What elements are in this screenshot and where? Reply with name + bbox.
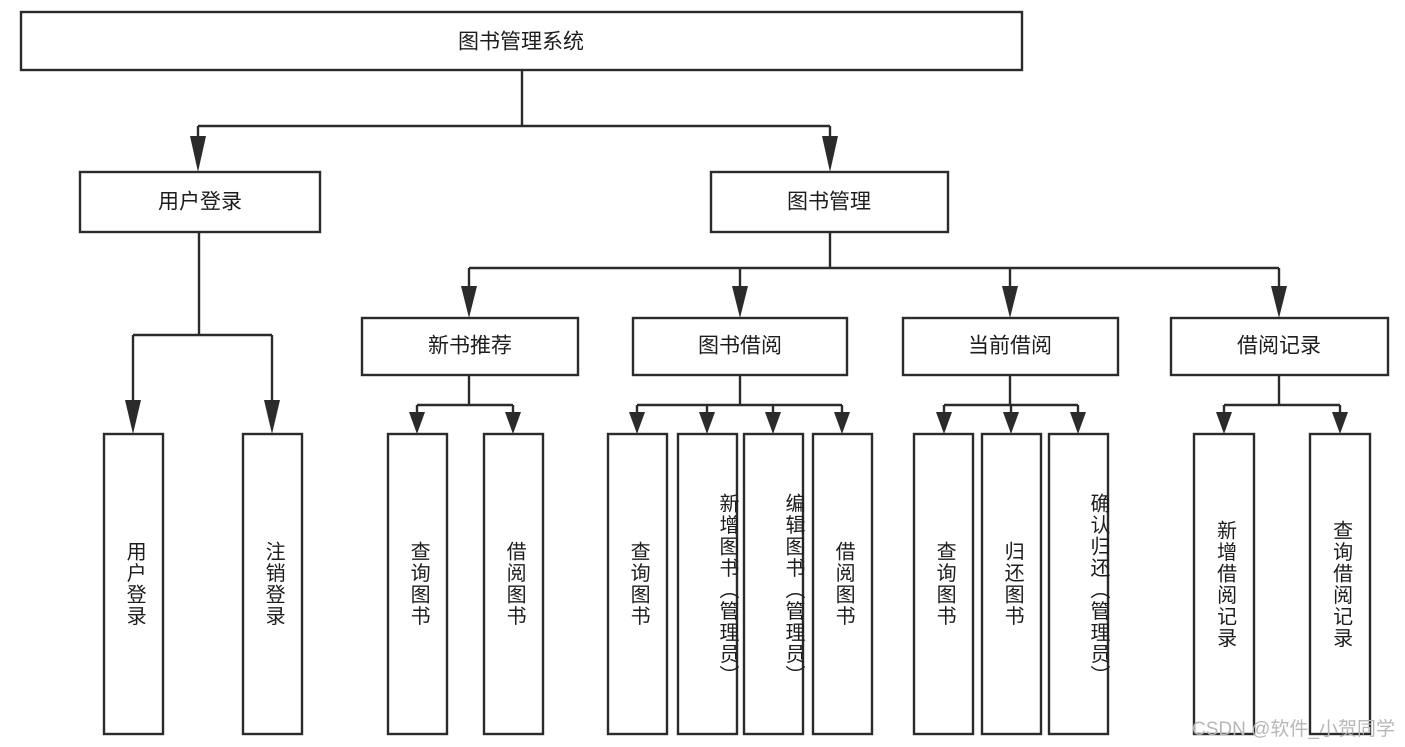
arrow-borrowrecord-leaf-2 [1332,412,1348,434]
node-leaf-query-book-bb-box[interactable] [606,432,669,736]
node-book-borrow-box[interactable] [631,316,849,377]
node-book-borrow-label: 图书借阅 [698,335,782,358]
watermark-text: CSDN @软件_小贺同学 [1192,719,1395,740]
node-root-box[interactable] [19,10,1024,72]
arrow-to-current-borrow [1002,286,1018,318]
node-borrow-record-box[interactable] [1169,316,1390,377]
node-leaf-query-book-cb-box[interactable] [912,432,975,736]
arrow-currentborrow-leaf-1 [936,412,952,434]
node-leaf-borrow-book-bb-box[interactable] [811,432,874,736]
arrow-bookborrow-leaf-3 [765,412,781,434]
arrow-bookborrow-leaf-4 [834,412,850,434]
node-user-login-box[interactable] [78,170,322,234]
node-root-label: 图书管理系统 [458,31,584,54]
arrow-currentborrow-leaf-2 [1003,412,1019,434]
node-leaf-borrow-book-rec-box[interactable] [482,432,545,736]
connector-layer [125,70,1348,434]
node-leaf-return-book-box[interactable] [980,432,1043,736]
node-borrow-record-label: 借阅记录 [1237,335,1321,358]
arrow-to-book-manage [822,136,838,172]
node-leaf-query-book-rec-box[interactable] [386,432,449,736]
node-leaf-add-book-box[interactable] [676,432,739,736]
node-leaf-confirm-return-box[interactable] [1047,432,1110,736]
node-leaf-logout-box[interactable] [241,432,304,736]
arrow-newbook-leaf-1 [409,412,425,434]
arrow-bookborrow-leaf-2 [699,412,715,434]
node-layer: 图书管理系统 用户登录 图书管理 新书推荐 图书借阅 当前借阅 借阅记录 [19,10,1390,736]
node-book-manage-label: 图书管理 [787,191,871,214]
node-user-login-label: 用户登录 [158,191,242,214]
node-leaf-add-record-box[interactable] [1192,432,1256,736]
arrow-to-book-borrow [732,286,748,318]
arrow-bookborrow-leaf-1 [629,412,645,434]
arrow-borrowrecord-leaf-1 [1216,412,1232,434]
node-leaf-edit-book-box[interactable] [742,432,805,736]
node-current-borrow-box[interactable] [901,316,1120,377]
arrow-userlogin-leaf-1 [125,400,141,434]
arrow-to-new-book [461,286,477,318]
node-leaf-query-record-box[interactable] [1308,432,1372,736]
arrow-currentborrow-leaf-3 [1070,412,1086,434]
node-current-borrow-label: 当前借阅 [968,335,1052,358]
arrow-to-borrow-record [1271,286,1287,318]
node-new-book-box[interactable] [360,316,580,377]
node-book-manage-box[interactable] [709,170,950,234]
arrow-to-user-login [190,136,206,172]
node-leaf-user-login-box[interactable] [102,432,165,736]
node-new-book-label: 新书推荐 [428,335,512,358]
arrow-userlogin-leaf-2 [264,400,280,434]
arrow-newbook-leaf-2 [505,412,521,434]
